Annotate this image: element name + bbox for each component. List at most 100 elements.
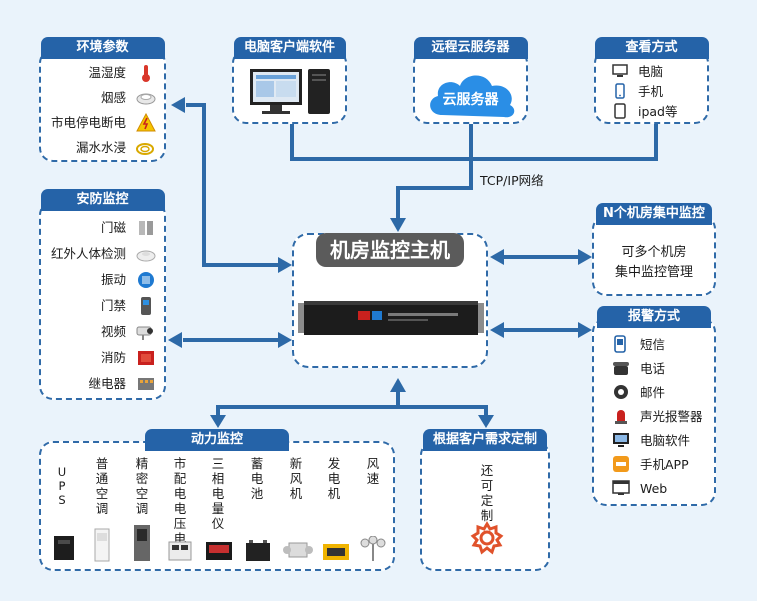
smoke-detector-icon — [136, 93, 156, 105]
security-item-label: 红外人体检测 — [50, 246, 126, 261]
power-item-meter: 三相电量仪 — [211, 456, 225, 531]
line-top-h — [290, 157, 658, 161]
high-voltage-icon — [136, 113, 156, 132]
custom-text: 还可定制 — [480, 463, 494, 523]
custom-title: 根据客户需求定制 — [423, 429, 547, 451]
alarm-panel: 报警方式 短信 电话 邮件 声光报警器 电脑软件 手机APP Web — [592, 306, 716, 506]
tablet-icon — [614, 103, 626, 119]
vibration-sensor-icon — [138, 272, 154, 288]
power-title: 动力监控 — [145, 429, 289, 451]
multi-text-1: 可多个机房 — [621, 245, 687, 260]
anemometer-icon — [360, 536, 386, 561]
alarm-item-email: 邮件 — [612, 383, 665, 403]
alarm-item-web: Web — [612, 479, 667, 499]
arrow-host-env — [278, 257, 292, 273]
env-item-label: 市电停电断电 — [50, 115, 126, 130]
generator-icon — [323, 544, 349, 560]
multi-panel: N个机房集中监控 可多个机房 集中监控管理 — [592, 203, 716, 296]
view-item-pc: 电脑 — [612, 63, 663, 81]
view-item-label: 手机 — [637, 84, 663, 99]
line-env-h2 — [202, 263, 278, 267]
arrow-sec — [168, 332, 182, 348]
env-item-label: 漏水水浸 — [75, 140, 126, 155]
power-item-wind: 风速 — [366, 456, 380, 486]
host-panel: 机房监控主机 — [292, 233, 488, 368]
line-top-right-v — [654, 124, 658, 161]
arrow-bottom-host — [390, 378, 406, 392]
security-item-fire: 消防 — [41, 347, 164, 369]
pc-client-panel: 电脑客户端软件 — [232, 37, 347, 124]
alarm-title: 报警方式 — [597, 306, 711, 328]
env-item-power-cut: 市电停电断电 — [41, 112, 164, 134]
env-item-label: 温湿度 — [88, 65, 126, 80]
security-item-label: 门磁 — [100, 220, 126, 235]
security-item-label: 视频 — [100, 324, 126, 339]
security-item-access: 门禁 — [41, 295, 164, 317]
sms-phone-icon — [614, 335, 626, 353]
power-item-ups: UPS — [55, 465, 69, 507]
view-item-phone: 手机 — [612, 83, 663, 101]
security-item-label: 消防 — [100, 350, 126, 365]
line-power-v — [216, 405, 220, 417]
view-title: 查看方式 — [594, 37, 709, 59]
view-item-ipad: ipad等 — [612, 103, 678, 121]
computer-icon — [613, 433, 629, 447]
arrow-multi — [578, 249, 592, 265]
monitor-icon — [612, 64, 628, 77]
arrow-host-alarm-l — [490, 322, 504, 338]
cloud-title: 远程云服务器 — [413, 37, 528, 59]
pc-workstation-icon — [250, 69, 330, 114]
line-bottom-v — [396, 390, 400, 408]
telephone-icon — [613, 362, 629, 375]
arrow-custom — [478, 415, 494, 428]
gear-icon — [470, 521, 504, 555]
ups-device-icon — [54, 536, 74, 560]
cloud-panel: 远程云服务器 云服务器 — [413, 37, 528, 124]
security-panel: 安防监控 门磁 红外人体检测 振动 门禁 视频 消防 继电器 — [39, 189, 166, 400]
arrow-host-multi-l — [490, 249, 504, 265]
power-meter-icon — [206, 542, 232, 560]
leak-cable-icon — [136, 143, 154, 155]
door-contact-icon — [139, 221, 153, 235]
alarm-item-label: 电脑软件 — [639, 433, 690, 448]
security-item-label: 振动 — [100, 272, 126, 287]
cloud-icon — [430, 75, 515, 118]
multi-title: N个机房集中监控 — [596, 203, 712, 225]
security-item-vibration: 振动 — [41, 269, 164, 291]
battery-icon — [246, 540, 270, 561]
env-title: 环境参数 — [40, 37, 165, 59]
security-item-relay: 继电器 — [41, 373, 164, 395]
web-browser-icon — [612, 480, 630, 495]
alarm-item-label: 声光报警器 — [639, 409, 703, 424]
view-item-label: ipad等 — [637, 104, 678, 119]
infrared-sensor-icon — [136, 250, 156, 262]
env-panel: 环境参数 温湿度 烟感 市电停电断电 漏水水浸 — [39, 37, 166, 162]
alarm-item-sms: 短信 — [612, 335, 665, 355]
camera-icon — [136, 326, 153, 340]
line-top-left-v — [290, 124, 294, 161]
alarm-item-label: 短信 — [639, 337, 665, 352]
mobile-phone-icon — [615, 83, 625, 99]
fire-cabinet-icon — [138, 351, 154, 365]
line-bottom-h — [216, 405, 488, 409]
power-item-generator: 发电机 — [327, 456, 341, 501]
cloud-label: 云服务器 — [442, 92, 499, 108]
security-title: 安防监控 — [40, 189, 165, 211]
security-item-door-contact: 门磁 — [41, 217, 164, 239]
line-net-v — [396, 186, 400, 220]
siren-icon — [615, 410, 627, 424]
alarm-item-label: 邮件 — [639, 385, 665, 400]
line-custom-v — [484, 405, 488, 417]
alarm-item-software: 电脑软件 — [612, 431, 690, 451]
line-net-h — [396, 186, 473, 190]
view-panel: 查看方式 电脑 手机 ipad等 — [594, 37, 709, 124]
env-item-leak: 漏水水浸 — [41, 137, 164, 159]
env-item-humidity: 温湿度 — [41, 62, 164, 84]
line-cloud-v — [469, 120, 473, 188]
arrow-power — [210, 415, 226, 428]
fresh-air-fan-icon — [283, 542, 313, 558]
env-item-label: 烟感 — [100, 90, 126, 105]
env-item-smoke: 烟感 — [41, 87, 164, 109]
alarm-item-app: 手机APP — [612, 455, 689, 475]
power-item-battery: 蓄电池 — [250, 456, 264, 501]
